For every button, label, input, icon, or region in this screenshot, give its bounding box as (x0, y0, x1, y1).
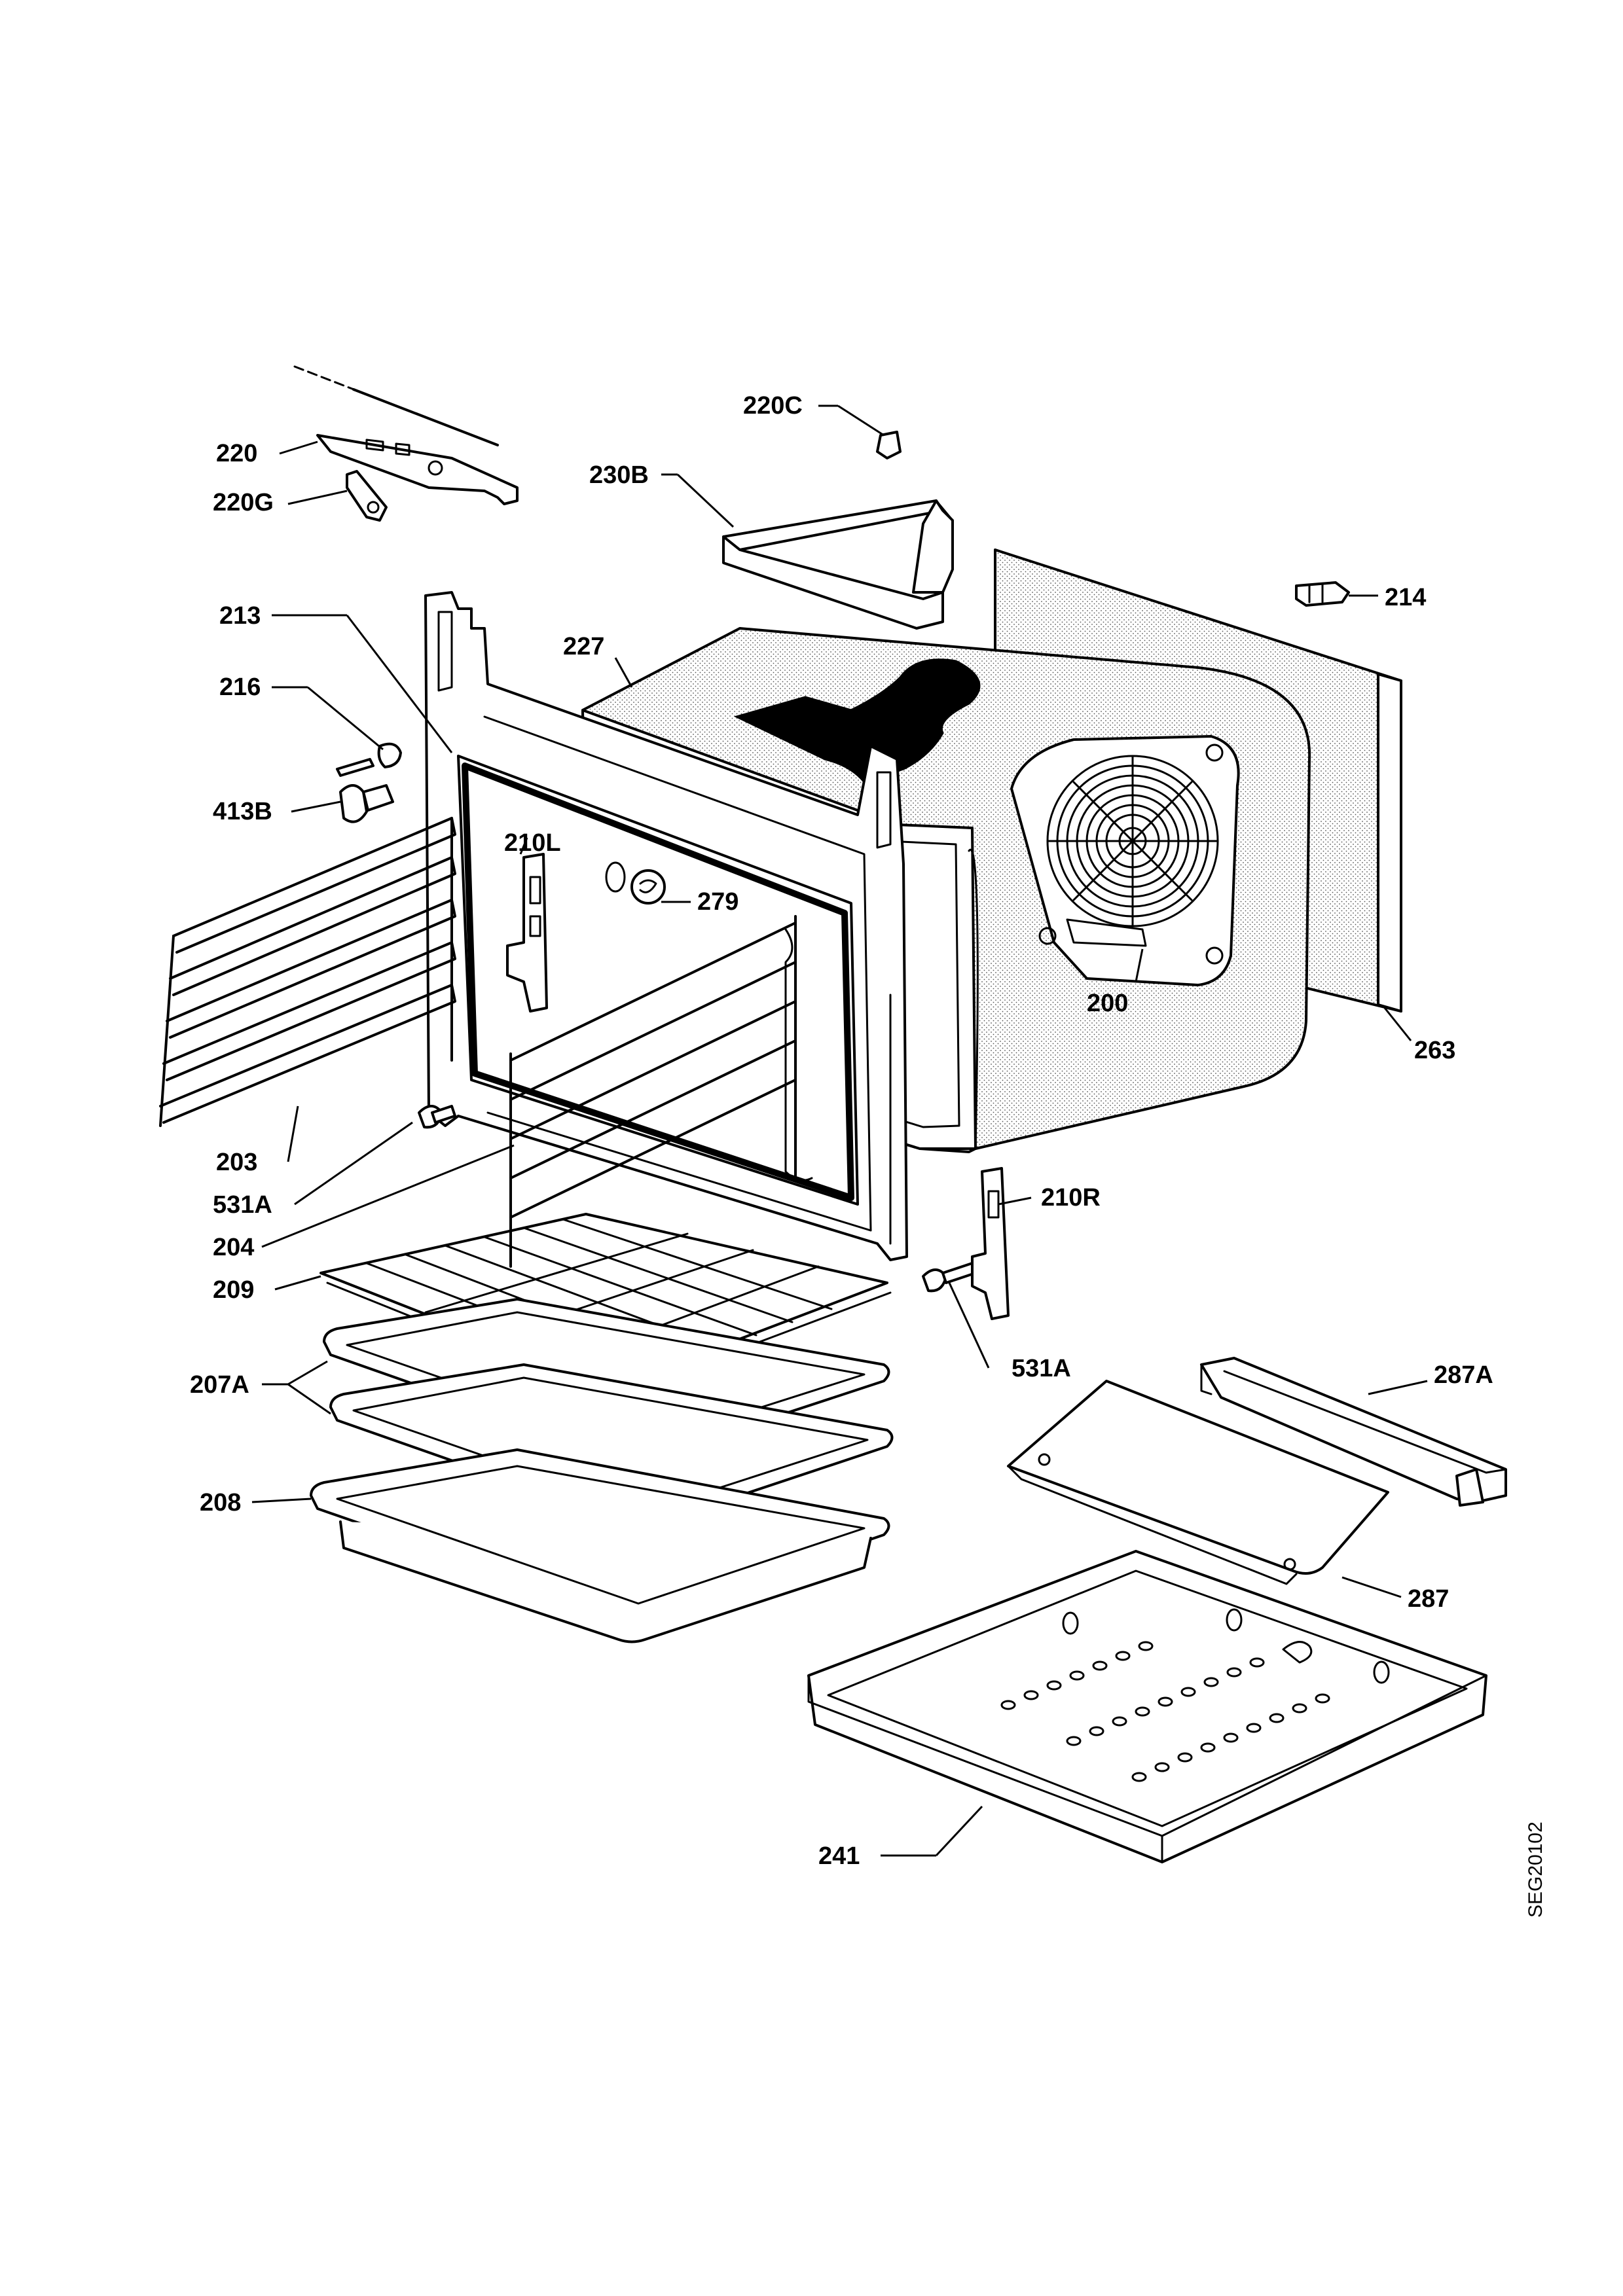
drawing-code: SEG20102 (1525, 1821, 1546, 1918)
callout-279: 279 (697, 888, 739, 916)
shelf-runners-left (159, 817, 456, 1127)
deflector-287 (1007, 1380, 1389, 1585)
callout-210r: 210R (1041, 1184, 1101, 1211)
bracket-220 (293, 365, 519, 505)
callout-213: 213 (219, 602, 261, 630)
callout-214: 214 (1385, 584, 1426, 611)
latch-214 (1295, 581, 1350, 607)
callout-210l: 210L (504, 829, 561, 857)
callout-531a-right: 531A (1012, 1355, 1071, 1382)
shelf-support-left (506, 853, 548, 1013)
callout-209: 209 (213, 1276, 254, 1304)
callout-labels: 220 220G 220C 230B 214 213 227 216 413B … (190, 392, 1546, 1918)
callout-203: 203 (216, 1149, 257, 1176)
screw-531a-left (418, 1105, 456, 1129)
callout-531a-left: 531A (213, 1191, 272, 1219)
callout-287: 287 (1408, 1585, 1449, 1613)
callout-220g: 220G (213, 489, 274, 516)
callout-413b: 413B (213, 798, 272, 825)
roasting-pan (310, 1448, 890, 1643)
knob-413b (339, 784, 394, 823)
callout-241: 241 (818, 1842, 860, 1870)
callout-200: 200 (1087, 990, 1128, 1017)
callout-220: 220 (216, 440, 257, 467)
bottom-tray (807, 1550, 1487, 1863)
callout-220c: 220C (743, 392, 803, 420)
callout-287a: 287A (1434, 1361, 1493, 1389)
callout-208: 208 (200, 1489, 241, 1516)
callout-263: 263 (1414, 1037, 1455, 1064)
callout-207a: 207A (190, 1371, 249, 1399)
component-279 (605, 861, 666, 905)
screw-216 (336, 742, 402, 777)
callout-204: 204 (213, 1234, 254, 1261)
leader-lines (251, 404, 1428, 1857)
shelf-runners-right (509, 915, 813, 1268)
clip-220g (346, 470, 388, 522)
deflector-287a (1200, 1357, 1507, 1507)
clip-220c (876, 431, 902, 459)
callout-227: 227 (563, 633, 604, 660)
callout-230b: 230B (589, 461, 649, 489)
callout-216: 216 (219, 673, 261, 701)
shelf-support-right (971, 1167, 1010, 1320)
top-air-duct (722, 499, 954, 630)
